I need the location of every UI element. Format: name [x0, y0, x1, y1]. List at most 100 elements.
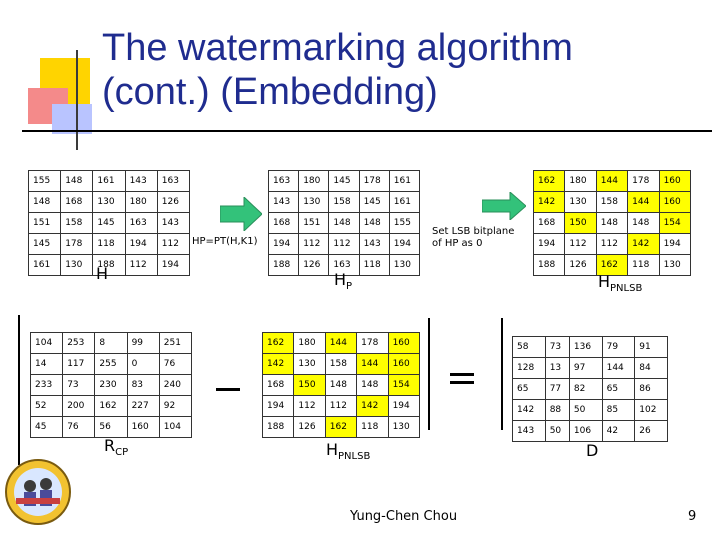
- matrix-cell: 117: [62, 353, 96, 375]
- matrix-cell: 112: [595, 233, 629, 255]
- matrix-cell: 58: [512, 336, 546, 358]
- matrix-cell: 194: [658, 233, 692, 255]
- matrix-cell: 45: [29, 416, 64, 438]
- matrix-cell: 97: [568, 357, 603, 379]
- matrix-cell: 148: [595, 212, 629, 234]
- matrix-cell: 79: [601, 336, 636, 358]
- matrix-cell: 168: [261, 374, 295, 396]
- matrix-cell: 160: [658, 170, 692, 192]
- matrix-cell: 144: [324, 332, 358, 354]
- matrix-cell: 77: [544, 378, 570, 400]
- matrix-cell: 143: [124, 170, 158, 192]
- matrix-cell: 194: [532, 233, 566, 255]
- university-logo-icon: [5, 459, 71, 525]
- matrix-cell: 188: [267, 254, 300, 276]
- equals-sign-top: [450, 373, 474, 376]
- matrix-cell: 151: [298, 212, 330, 234]
- matrix-cell: 142: [356, 395, 389, 417]
- matrix-cell: 161: [92, 170, 126, 192]
- matrix-cell: 155: [388, 212, 421, 234]
- matrix-cell: 161: [388, 170, 421, 192]
- matrix-cell: 158: [328, 191, 360, 213]
- matrix-cell: 112: [293, 395, 326, 417]
- matrix-cell: 163: [156, 170, 191, 192]
- matrix-cell: 253: [62, 332, 96, 354]
- label-rcp: RCP: [104, 436, 129, 459]
- label-d: D: [586, 441, 599, 460]
- matrix-cell: 161: [388, 191, 421, 213]
- matrix-cell: 126: [156, 191, 191, 213]
- matrix-cell: 14: [29, 353, 64, 375]
- matrix-cell: 188: [92, 254, 126, 276]
- matrix-cell: 148: [356, 374, 389, 396]
- matrix-cell: 194: [261, 395, 295, 417]
- matrix-cell: 194: [387, 395, 421, 417]
- matrix-cell: 65: [512, 378, 546, 400]
- matrix-cell: 251: [158, 332, 193, 354]
- matrix-cell: 148: [324, 374, 358, 396]
- matrix-cell: 92: [158, 395, 193, 417]
- matrix-cell: 148: [358, 212, 390, 234]
- matrix-cell: 142: [532, 191, 566, 213]
- matrix-cell: 145: [92, 212, 126, 234]
- bracket-line: [501, 318, 503, 430]
- matrix-cell: 136: [568, 336, 603, 358]
- matrix-cell: 145: [27, 233, 62, 255]
- matrix-cell: 143: [156, 212, 191, 234]
- matrix-cell: 8: [94, 332, 128, 354]
- label-h: H: [96, 264, 109, 283]
- matrix-cell: 83: [126, 374, 160, 396]
- matrix-cell: 163: [124, 212, 158, 234]
- matrix-cell: 50: [568, 399, 603, 421]
- matrix-cell: 168: [267, 212, 300, 234]
- label-hpnlsb-bottom: HPNLSB: [326, 440, 371, 463]
- matrix-cell: 194: [124, 233, 158, 255]
- matrix-cell: 180: [298, 170, 330, 192]
- matrix-cell: 142: [261, 353, 295, 375]
- matrix-cell: 65: [601, 378, 636, 400]
- matrix-cell: 106: [568, 420, 603, 442]
- right-arrow-icon: [482, 192, 526, 220]
- matrix-cell: 148: [328, 212, 360, 234]
- matrix-cell: 130: [60, 254, 94, 276]
- page-number: 9: [688, 509, 697, 524]
- matrix-cell: 130: [298, 191, 330, 213]
- matrix-cell: 130: [658, 254, 692, 276]
- matrix-cell: 162: [324, 416, 358, 438]
- matrix-cell: 42: [601, 420, 636, 442]
- matrix-cell: 76: [158, 353, 193, 375]
- matrix-cell: 188: [261, 416, 295, 438]
- matrix-cell: 160: [387, 353, 421, 375]
- matrix-cell: 162: [532, 170, 566, 192]
- matrix-cell: 144: [595, 170, 629, 192]
- matrix-cell: 148: [60, 170, 94, 192]
- matrix-cell: 178: [356, 332, 389, 354]
- matrix-cell: 143: [358, 233, 390, 255]
- matrix-cell: 158: [60, 212, 94, 234]
- matrix-cell: 82: [568, 378, 603, 400]
- deco-vline: [76, 50, 78, 150]
- matrix-cell: 118: [358, 254, 390, 276]
- matrix-cell: 84: [634, 357, 668, 379]
- label-hp: HP: [334, 270, 353, 293]
- matrix-cell: 73: [544, 336, 570, 358]
- matrix-cell: 145: [328, 170, 360, 192]
- matrix-cell: 13: [544, 357, 570, 379]
- matrix-cell: 178: [60, 233, 94, 255]
- matrix-cell: 52: [29, 395, 64, 417]
- matrix-cell: 194: [156, 254, 191, 276]
- right-arrow-icon: [220, 197, 262, 231]
